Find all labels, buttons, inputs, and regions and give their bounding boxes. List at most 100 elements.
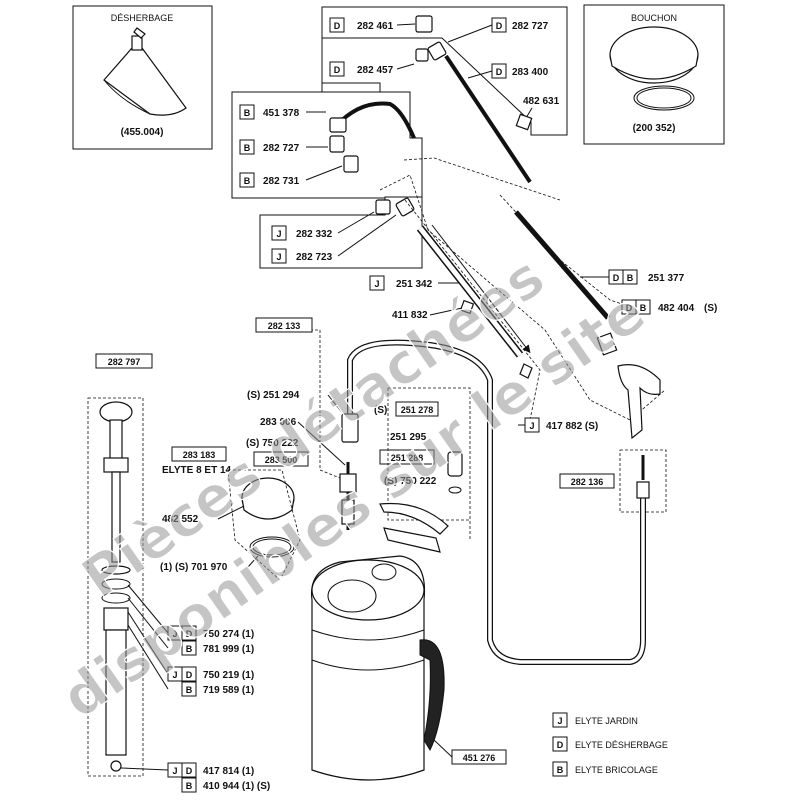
ref-282-133: 282 133 — [255, 317, 313, 333]
svg-text:781 999 (1): 781 999 (1) — [203, 644, 254, 655]
svg-text:D: D — [496, 21, 503, 31]
ref-282-457: D 282 457 — [329, 61, 415, 77]
svg-text:282 727: 282 727 — [512, 21, 549, 32]
svg-text:251 278: 251 278 — [401, 405, 434, 415]
svg-text:750 274 (1): 750 274 (1) — [203, 629, 254, 640]
svg-text:J: J — [276, 229, 281, 239]
ref-451-378: B 451 378 — [239, 104, 326, 120]
ref-750-274: J D 750 274 (1) — [167, 625, 254, 641]
svg-text:D: D — [334, 65, 341, 75]
ref-282-723: J 282 723 — [271, 214, 397, 264]
j-group: J 282 332 J 282 723 — [259, 196, 423, 269]
svg-text:(S): (S) — [704, 303, 717, 314]
ref-251-278: 251 278 — [395, 401, 439, 417]
ref-251-342: J 251 342 — [369, 275, 460, 291]
desherbage-nozzle-icon — [103, 27, 187, 116]
long-hose-icon — [341, 339, 650, 665]
ref-417-814: J D 417 814 (1) — [167, 762, 254, 778]
ref-283-400: D 283 400 — [467, 63, 549, 79]
legend-desherbage: ELYTE DÉSHERBAGE — [575, 740, 668, 750]
svg-text:B: B — [640, 303, 647, 313]
svg-text:D: D — [626, 303, 633, 313]
svg-text:D: D — [186, 629, 193, 639]
svg-text:D: D — [496, 67, 503, 77]
svg-text:J: J — [276, 252, 281, 262]
ref-251-377: D B 251 377 — [580, 269, 685, 285]
svg-text:282 332: 282 332 — [296, 229, 333, 240]
ref-283-183: 283 183 — [171, 446, 227, 462]
ref-482-404: D B 482 404 (S) — [621, 299, 717, 315]
ref-482-631: 482 631 — [523, 96, 560, 107]
svg-text:B: B — [557, 765, 564, 775]
ref-251-294: (S) 251 294 — [247, 390, 300, 401]
ref-410-944: B 410 944 (1) (S) — [181, 777, 270, 793]
svg-text:417 882 (S): 417 882 (S) — [546, 421, 598, 432]
svg-text:J: J — [172, 766, 177, 776]
svg-text:410 944 (1) (S): 410 944 (1) (S) — [203, 781, 270, 792]
svg-text:B: B — [627, 273, 634, 283]
ref-781-999: B 781 999 (1) — [181, 640, 254, 656]
ref-282-797: 282 797 — [95, 353, 153, 369]
ref-719-589: B 719 589 (1) — [181, 681, 254, 697]
svg-text:251 288: 251 288 — [391, 453, 424, 463]
side-parts-icon — [379, 387, 471, 553]
bouchon-box: BOUCHON (200 352) — [583, 4, 725, 145]
svg-text:750 219 (1): 750 219 (1) — [203, 670, 254, 681]
ref-283-500: 283 500 — [253, 451, 309, 467]
elyte-8-14-label: ELYTE 8 ET 14 — [162, 465, 232, 476]
valve-icon — [339, 462, 357, 530]
svg-text:251 342: 251 342 — [396, 279, 433, 290]
tank-icon — [310, 555, 445, 781]
svg-text:D: D — [613, 273, 620, 283]
svg-text:J: J — [529, 421, 534, 431]
lance-db-icon — [514, 210, 618, 356]
svg-text:D: D — [186, 670, 193, 680]
svg-text:451 378: 451 378 — [263, 108, 300, 119]
ref-282-727-top: D 282 727 — [447, 17, 549, 43]
ref-282-332: J 282 332 — [271, 211, 375, 241]
svg-text:282 797: 282 797 — [108, 357, 141, 367]
bouchon-title: BOUCHON — [631, 13, 677, 23]
svg-text:B: B — [186, 781, 193, 791]
bouchon-ref: (200 352) — [633, 123, 676, 134]
svg-text:J: J — [172, 670, 177, 680]
ref-251-295: 251 295 — [390, 432, 427, 443]
svg-text:417 814 (1): 417 814 (1) — [203, 766, 254, 777]
svg-text:283 500: 283 500 — [265, 455, 298, 465]
svg-text:482 404: 482 404 — [658, 303, 695, 314]
ref-451-276: 451 276 — [433, 739, 507, 765]
legend-bricolage: ELYTE BRICOLAGE — [575, 765, 658, 775]
svg-text:B: B — [244, 143, 251, 153]
pump-plunger-icon — [99, 401, 133, 772]
ref-251-278-prefix: (S) — [374, 405, 387, 416]
svg-text:D: D — [557, 740, 564, 750]
desherbage-ref: (455.004) — [121, 127, 164, 138]
ref-750-222-b: (S) 750 222 — [384, 476, 437, 487]
ref-701-970: (1) (S) 701 970 — [160, 562, 228, 573]
svg-text:D: D — [186, 766, 193, 776]
svg-text:283 183: 283 183 — [183, 450, 216, 460]
svg-text:451 276: 451 276 — [463, 753, 496, 763]
bottom-refs: J D 750 274 (1) B 781 999 (1) J D 750 21… — [120, 584, 270, 793]
svg-text:J: J — [172, 629, 177, 639]
svg-text:J: J — [557, 716, 562, 726]
svg-text:282 461: 282 461 — [357, 21, 394, 32]
svg-text:282 731: 282 731 — [263, 176, 300, 187]
legend-jardin: ELYTE JARDIN — [575, 716, 638, 726]
svg-text:282 136: 282 136 — [571, 477, 604, 487]
svg-text:J: J — [374, 279, 379, 289]
ref-411-832: 411 832 — [392, 310, 428, 321]
fitting-j-icon — [375, 197, 415, 217]
b-group: B 451 378 B 282 727 B 282 731 — [231, 91, 423, 199]
svg-text:282 133: 282 133 — [268, 321, 301, 331]
lance-j-icon — [416, 224, 533, 379]
svg-text:B: B — [186, 685, 193, 695]
top-group: D 282 461 D 282 457 D 282 727 D 283 400 … — [321, 6, 568, 184]
hose-b-icon — [329, 101, 416, 173]
ref-251-288: 251 288 — [379, 449, 435, 465]
svg-text:B: B — [244, 176, 251, 186]
ref-282-461: D 282 461 — [329, 17, 416, 33]
svg-text:719 589 (1): 719 589 (1) — [203, 685, 254, 696]
ref-282-731: B 282 731 — [239, 165, 343, 188]
